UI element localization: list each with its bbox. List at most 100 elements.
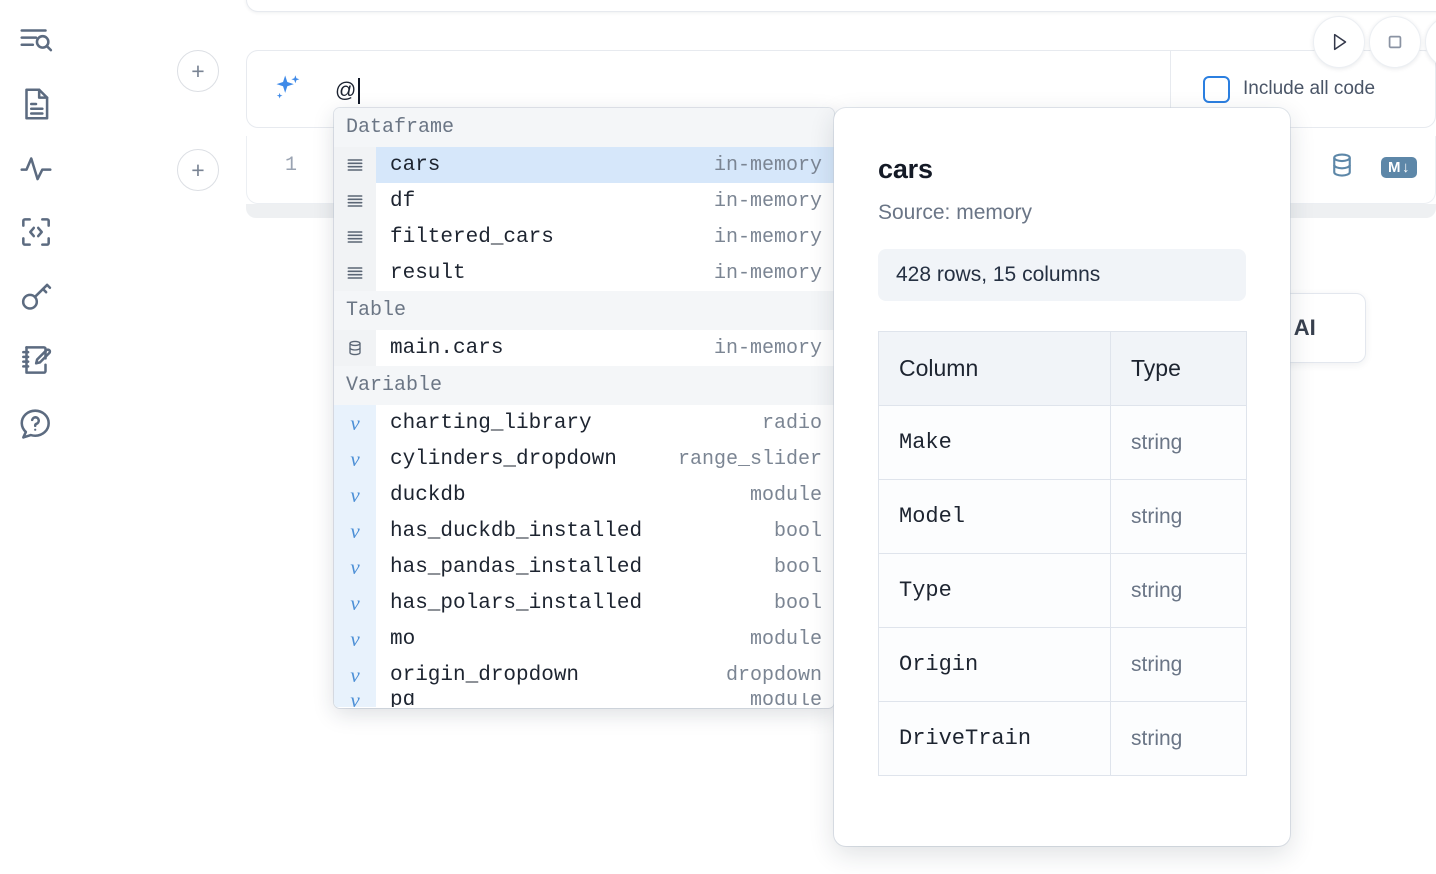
document-icon[interactable] xyxy=(14,82,58,126)
autocomplete-item-type: module xyxy=(749,627,822,651)
autocomplete-group-header: Dataframe xyxy=(334,108,834,147)
markdown-badge-letter: M xyxy=(1388,158,1401,176)
cell-action-icons: M↓ xyxy=(1327,150,1417,185)
autocomplete-item-body: filtered_cars in-memory xyxy=(376,219,834,255)
add-cell-above-button[interactable]: + xyxy=(177,50,219,92)
column-header-column: Column xyxy=(878,331,1111,406)
autocomplete-item-name: has_polars_installed xyxy=(390,591,643,615)
help-chat-icon[interactable] xyxy=(14,402,58,446)
key-icon[interactable] xyxy=(14,274,58,318)
autocomplete-group-header: Table xyxy=(334,291,834,330)
add-cell-below-label: + xyxy=(191,156,205,183)
dataframe-preview-panel: cars Source: memory 428 rows, 15 columns… xyxy=(834,108,1290,846)
add-cell-below-button[interactable]: + xyxy=(177,149,219,191)
variable-icon: v xyxy=(334,585,376,621)
include-all-code-checkbox[interactable] xyxy=(1203,75,1230,103)
schema-column-type: string xyxy=(1110,627,1247,702)
line-number: 1 xyxy=(284,154,297,177)
schema-column-type: string xyxy=(1110,405,1247,480)
preview-shape-badge: 428 rows, 15 columns xyxy=(878,249,1246,301)
stop-button[interactable] xyxy=(1369,16,1421,68)
dataframe-icon xyxy=(334,147,376,183)
schema-column-type: string xyxy=(1110,701,1247,776)
autocomplete-item-name: pd xyxy=(390,693,416,707)
schema-column-type: string xyxy=(1110,553,1247,628)
variable-icon: v xyxy=(334,549,376,585)
autocomplete-item-name: filtered_cars xyxy=(390,225,554,249)
schema-column-name: Make xyxy=(878,405,1111,480)
dataframe-icon xyxy=(334,255,376,291)
text-cursor xyxy=(357,78,360,104)
ai-prompt-input[interactable]: @ xyxy=(335,77,360,105)
autocomplete-item-name: has_duckdb_installed xyxy=(390,519,643,543)
schema-column-name: Type xyxy=(878,553,1111,628)
left-sidebar xyxy=(0,0,72,874)
autocomplete-item-name: duckdb xyxy=(390,483,466,507)
autocomplete-group-header: Variable xyxy=(334,366,834,405)
variable-icon: v xyxy=(334,657,376,693)
variable-icon: v xyxy=(334,477,376,513)
dataframe-icon xyxy=(334,219,376,255)
ai-prompt-value: @ xyxy=(335,79,357,102)
autocomplete-item[interactable]: filtered_cars in-memory xyxy=(334,219,834,255)
schema-column-name: DriveTrain xyxy=(878,701,1111,776)
autocomplete-item-name: has_pandas_installed xyxy=(390,555,643,579)
database-icon[interactable] xyxy=(1327,150,1357,185)
autocomplete-item-type: range_slider xyxy=(677,447,822,471)
code-brackets-icon[interactable] xyxy=(14,210,58,254)
autocomplete-item-type: module xyxy=(749,483,822,507)
variable-icon: v xyxy=(334,513,376,549)
add-cell-above-label: + xyxy=(191,57,205,84)
autocomplete-item-type: radio xyxy=(761,411,822,435)
schema-column-type: string xyxy=(1110,479,1247,554)
outline-search-icon[interactable] xyxy=(14,18,58,62)
autocomplete-item-type: in-memory xyxy=(713,225,822,249)
markdown-badge[interactable]: M↓ xyxy=(1381,156,1417,179)
autocomplete-item-name: cylinders_dropdown xyxy=(390,447,617,471)
autocomplete-item-type: dropdown xyxy=(725,663,822,687)
preview-source: Source: memory xyxy=(878,201,1033,224)
table-icon xyxy=(334,330,376,366)
autocomplete-item-type: module xyxy=(749,693,822,707)
autocomplete-item-type: in-memory xyxy=(713,189,822,213)
sparkle-icon xyxy=(276,75,300,99)
autocomplete-item-body: pd module xyxy=(376,693,834,707)
scratchpad-edit-icon[interactable] xyxy=(14,338,58,382)
run-button[interactable] xyxy=(1313,16,1365,68)
schema-column-name: Model xyxy=(878,479,1111,554)
previous-cell-edge xyxy=(246,0,1436,12)
include-all-code-label: Include all code xyxy=(1243,78,1376,99)
autocomplete-item-name: cars xyxy=(390,153,441,177)
variable-icon: v xyxy=(334,405,376,441)
table-header-row: Column Type xyxy=(878,331,1247,406)
activity-icon[interactable] xyxy=(14,146,58,190)
